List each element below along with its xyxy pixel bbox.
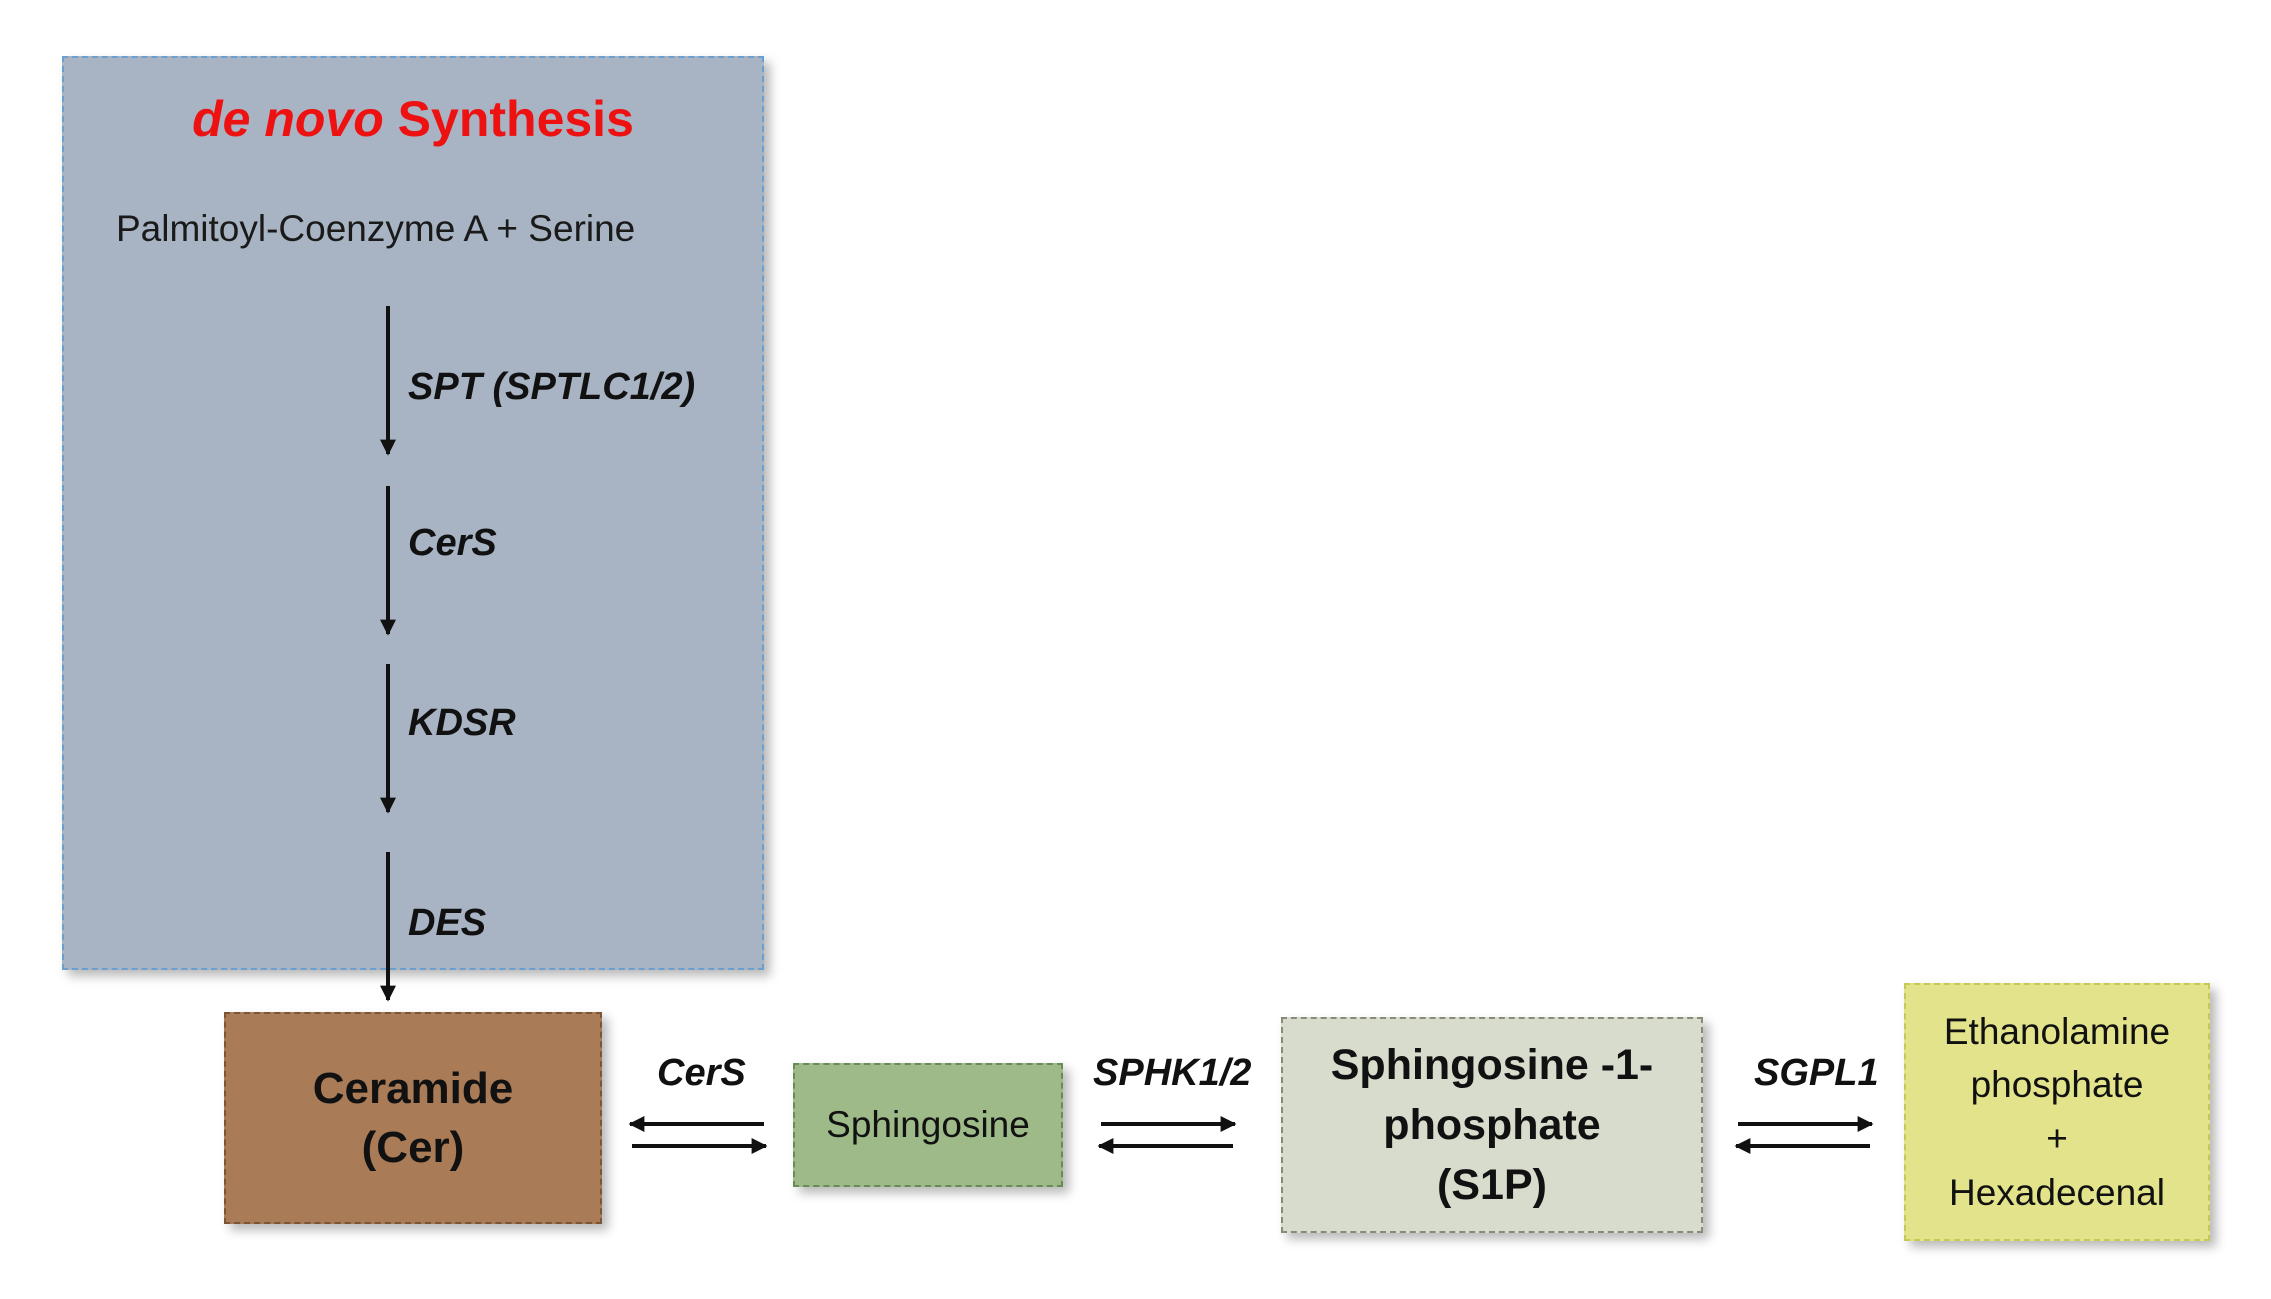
ceramide-node: Ceramide (Cer)	[224, 1012, 602, 1224]
enzyme-label-spt: SPT (SPTLC1/2)	[408, 366, 696, 408]
sphingosine-name: Sphingosine	[826, 1104, 1030, 1145]
s1p-line-2: phosphate	[1383, 1100, 1601, 1149]
s1p-line-1: Sphingosine -1-	[1330, 1040, 1654, 1089]
products-line-4: Hexadecenal	[1949, 1171, 2165, 1213]
enzyme-label-cers-horizontal: CerS	[657, 1052, 746, 1094]
s1p-node: Sphingosine -1- phosphate (S1P)	[1281, 1017, 1703, 1233]
enzyme-label-sphk: SPHK1/2	[1093, 1052, 1252, 1094]
ceramide-abbrev: (Cer)	[361, 1123, 465, 1172]
de-novo-synthesis-title: de novo Synthesis	[64, 90, 762, 148]
products-line-3: +	[2046, 1118, 2068, 1159]
products-line-2: phosphate	[1970, 1064, 2144, 1106]
products-line-1: Ethanolamine	[1943, 1010, 2171, 1052]
enzyme-label-kdsr: KDSR	[408, 702, 516, 744]
enzyme-label-cers-vertical: CerS	[408, 522, 497, 564]
sphingosine-node: Sphingosine	[793, 1063, 1063, 1187]
s1p-line-3: (S1P)	[1437, 1161, 1547, 1210]
degradation-products-node: Ethanolamine phosphate + Hexadecenal	[1904, 983, 2210, 1241]
title-italic-part: de novo	[192, 91, 384, 147]
substrate-label: Palmitoyl-Coenzyme A + Serine	[116, 208, 636, 249]
ceramide-name: Ceramide	[312, 1063, 514, 1113]
enzyme-label-sgpl: SGPL1	[1754, 1052, 1879, 1094]
enzyme-label-des: DES	[408, 902, 487, 944]
de-novo-synthesis-panel: de novo Synthesis Palmitoyl-Coenzyme A +…	[62, 56, 764, 970]
title-rest-part: Synthesis	[383, 91, 634, 147]
